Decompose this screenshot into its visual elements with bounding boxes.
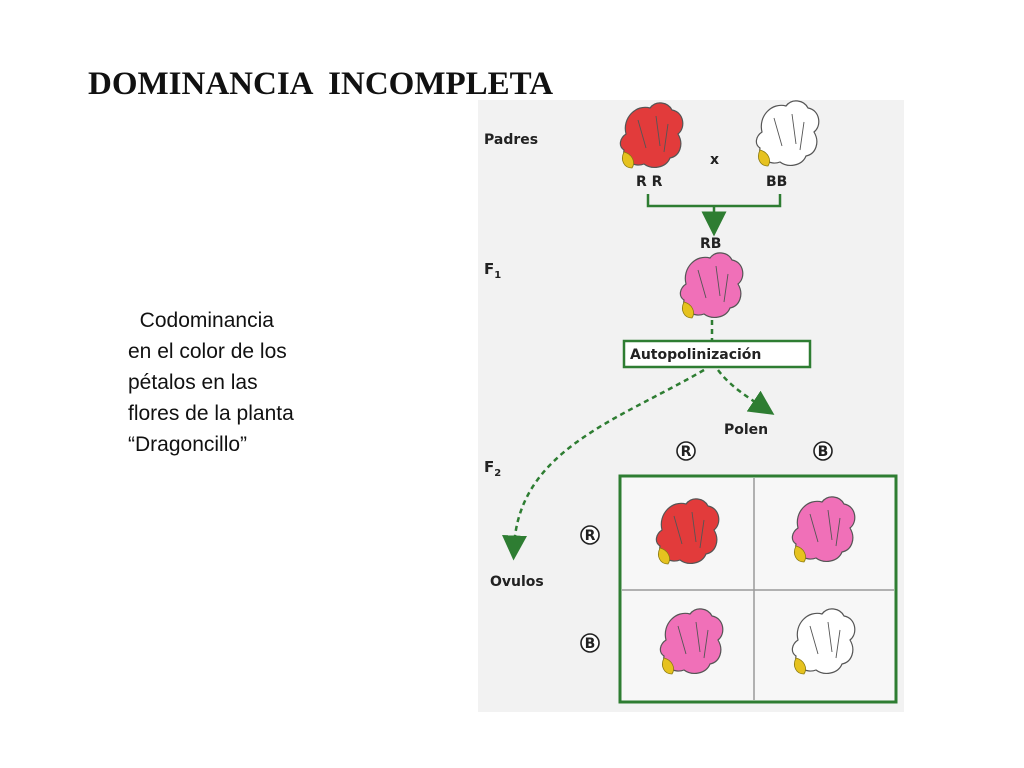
genotype-white-label: BB <box>766 174 787 190</box>
pollen-label: Polen <box>724 422 768 438</box>
allele-b-label: B <box>585 636 596 652</box>
allele-r-label: R <box>681 444 692 460</box>
self-pollination-box <box>622 339 812 369</box>
ovule-allele-r: R <box>580 525 600 545</box>
ovule-arrow <box>502 368 705 561</box>
cross-symbol: x <box>710 152 719 168</box>
slide-title: DOMINANCIA INCOMPLETA <box>88 66 554 102</box>
pink-flower-shape <box>679 252 744 319</box>
genetics-diagram: Padres x R R BB RB F1 Autopolinización P… <box>478 100 904 712</box>
caption-line: “Dragoncillo” <box>128 433 248 456</box>
allele-circle <box>813 441 833 461</box>
caption-line: Codominancia <box>128 309 274 332</box>
f1-pink-flower-icon <box>679 252 744 319</box>
parent-white-flower-icon <box>755 100 820 167</box>
f2-label: F2 <box>484 458 501 479</box>
diagram-svg: Padres x R R BB RB F1 Autopolinización P… <box>484 100 898 704</box>
allele-circle <box>676 441 696 461</box>
allele-b-label: B <box>818 444 829 460</box>
ovule-allele-b: B <box>580 633 600 653</box>
white-flower-shape <box>755 100 820 167</box>
caption-line: pétalos en las <box>128 371 258 394</box>
parents-label: Padres <box>484 132 538 148</box>
cross-bracket <box>646 194 782 208</box>
red-flower-shape <box>619 102 684 169</box>
caption: Codominancia en el color de los pétalos … <box>128 305 378 460</box>
f1-genotype-label: RB <box>700 236 721 252</box>
pollen-allele-b: B <box>813 441 833 461</box>
punnett-grid <box>618 474 898 704</box>
ovules-label: Ovulos <box>490 574 544 590</box>
f1-letter: F <box>484 260 494 278</box>
parent-red-flower-icon <box>619 102 684 169</box>
allele-r-label: R <box>585 528 596 544</box>
f1-label: F1 <box>484 260 501 281</box>
genotype-red-label: R R <box>636 174 663 190</box>
f2-subscript: 2 <box>494 468 501 479</box>
f1-subscript: 1 <box>494 270 501 281</box>
f2-letter: F <box>484 458 494 476</box>
allele-circle <box>580 525 600 545</box>
pollen-allele-r: R <box>676 441 696 461</box>
caption-line: flores de la planta <box>128 402 294 425</box>
self-pollination-label: Autopolinización <box>630 347 761 363</box>
caption-line: en el color de los <box>128 340 287 363</box>
allele-circle <box>580 633 600 653</box>
pollen-arrow <box>717 369 775 415</box>
